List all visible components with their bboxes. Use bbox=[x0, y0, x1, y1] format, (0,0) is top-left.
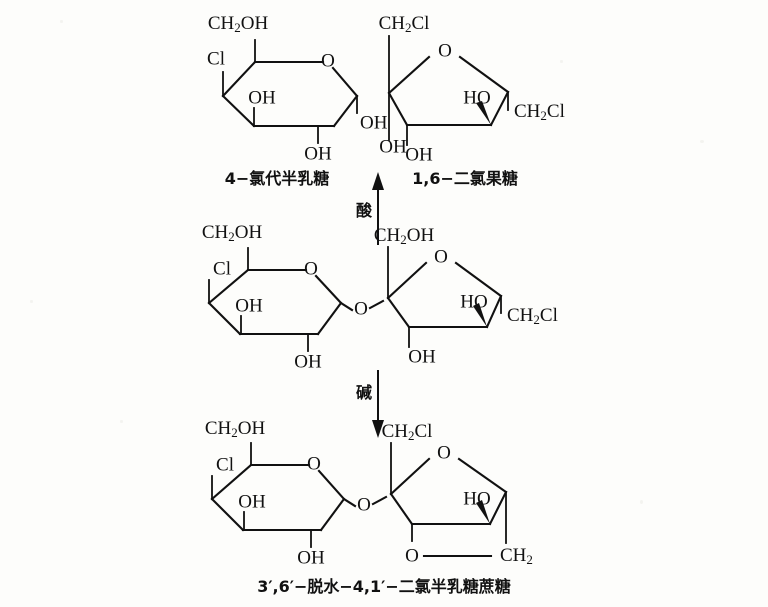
wedge-ho-tr bbox=[476, 101, 491, 125]
bond-c3-c4-bl bbox=[210, 497, 245, 532]
bond-c5-c4-tr bbox=[489, 90, 510, 127]
label-ring-o-middle-right: O bbox=[434, 246, 448, 267]
bond-c4-c5-bl bbox=[210, 463, 253, 501]
bond-c2-ringO-tr bbox=[387, 55, 431, 95]
bond-c1-c2-bl bbox=[319, 497, 346, 532]
label-ring-o-bottom-right: O bbox=[437, 442, 451, 463]
label-ring-o-bottom-left: O bbox=[307, 453, 321, 474]
label-cl-top-left: Cl bbox=[207, 48, 225, 69]
acid-arrow-label: 酸 bbox=[356, 201, 373, 220]
label-oh-c4-middle-right: OH bbox=[408, 346, 436, 367]
label-ch2cl-bottom-right: CH2Cl bbox=[382, 421, 433, 443]
label-ch2oh-middle-left: CH2OH bbox=[202, 222, 263, 244]
acid-arrow bbox=[372, 172, 384, 245]
label-oh-c3-top-left: OH bbox=[248, 87, 276, 108]
bond-c2-ringO-mr bbox=[386, 261, 428, 300]
bond-c1-linkO-m bbox=[339, 301, 354, 312]
bond-c4-c5 bbox=[221, 60, 257, 98]
bond-c3-c2-mr bbox=[386, 296, 411, 329]
label-oh-c2-top-right: OH bbox=[379, 136, 407, 157]
label-ch2oh-middle-right: CH2OH bbox=[374, 225, 435, 247]
caption-bottom: 3′,6′−脱水−4,1′−二氯半乳糖蔗糖 bbox=[257, 577, 511, 596]
label-ring-o-middle-left: O bbox=[304, 258, 318, 279]
structure-middle-right: CH2OH O HO CH2Cl OH bbox=[374, 225, 558, 367]
bond-c2-ringO-br bbox=[389, 457, 431, 496]
base-arrow-label: 碱 bbox=[356, 383, 372, 402]
label-cl-bottom-left: Cl bbox=[216, 454, 234, 475]
bond-ringO-c5-tr bbox=[458, 55, 510, 94]
glycosidic-link-bottom: O bbox=[342, 494, 388, 515]
label-ch2cl-c1-top-right: CH2Cl bbox=[379, 13, 430, 35]
structure-top-right: CH2Cl O HO CH2Cl OH OH bbox=[379, 13, 565, 165]
bond-c3-c2-br bbox=[389, 492, 414, 526]
label-ho-bottom-right: HO bbox=[463, 488, 490, 509]
structure-bottom-left: CH2OH Cl O OH OH bbox=[205, 418, 346, 568]
bond-ringO-c1-ml bbox=[314, 274, 343, 305]
base-arrow bbox=[372, 370, 384, 438]
bond-c3-c4-ml bbox=[207, 301, 242, 336]
wedge-ho-br bbox=[476, 500, 490, 524]
bond-c1-c2-ml bbox=[316, 301, 343, 336]
label-bridge-ch2-bottom-right: CH2 bbox=[500, 545, 533, 567]
label-ch2cl-c6-top-right: CH2Cl bbox=[514, 101, 565, 123]
label-ch2cl-middle-right: CH2Cl bbox=[507, 305, 558, 327]
label-ring-o-top-right: O bbox=[438, 40, 452, 61]
bond-c5-c4-br bbox=[488, 490, 508, 526]
structure-bottom-right: CH2Cl O HO O CH2 bbox=[382, 421, 533, 567]
label-ho-top-right: HO bbox=[463, 87, 490, 108]
bond-c3-c4 bbox=[221, 94, 256, 128]
label-oh-c2-bottom-left: OH bbox=[297, 547, 325, 568]
label-oh-c1-top-left: OH bbox=[360, 112, 388, 133]
structure-top-left: CH2OH Cl O OH OH OH bbox=[207, 13, 388, 164]
bond-ringO-c1 bbox=[331, 66, 359, 98]
label-oh-c2-middle-left: OH bbox=[294, 351, 322, 372]
bond-c4-c5-ml bbox=[207, 268, 250, 305]
bond-c1-linkO-b bbox=[342, 497, 357, 508]
label-ch2oh-bottom-left: CH2OH bbox=[205, 418, 266, 440]
label-cl-middle-left: Cl bbox=[213, 258, 231, 279]
label-glycosidic-o-bottom: O bbox=[357, 494, 371, 515]
label-oh-c2-top-left: OH bbox=[304, 143, 332, 164]
caption-top-left: 4−氯代半乳糖 bbox=[225, 169, 330, 188]
label-ch2oh-top-left: CH2OH bbox=[208, 13, 269, 35]
bond-linkO-c2p-m bbox=[368, 299, 385, 310]
acid-arrow-head bbox=[372, 172, 384, 190]
bond-ringO-c5-mr bbox=[454, 261, 503, 298]
label-oh-c3-bottom-left: OH bbox=[238, 491, 266, 512]
wedge-ho-mr bbox=[473, 303, 487, 327]
label-oh-c3-top-right: OH bbox=[405, 144, 433, 165]
structure-middle-left: CH2OH Cl O OH OH bbox=[202, 222, 343, 372]
label-oh-c3-middle-left: OH bbox=[235, 295, 263, 316]
bond-c5-c4-mr bbox=[485, 294, 503, 329]
label-ho-middle-right: HO bbox=[460, 291, 487, 312]
label-bridge-o-bottom-right: O bbox=[405, 545, 419, 566]
label-glycosidic-o-middle: O bbox=[354, 298, 368, 319]
base-arrow-head bbox=[372, 420, 384, 438]
bond-linkO-c2p-b bbox=[371, 495, 388, 506]
bond-c1-c2 bbox=[332, 94, 359, 128]
bond-ringO-c1-bl bbox=[317, 469, 346, 501]
bond-c3-c2-tr bbox=[387, 91, 409, 127]
glycosidic-link-middle: O bbox=[339, 298, 385, 319]
bond-ringO-c5-br bbox=[457, 457, 508, 494]
label-ring-o-top-left: O bbox=[321, 50, 335, 71]
caption-top-right: 1,6−二氯果糖 bbox=[412, 169, 518, 188]
